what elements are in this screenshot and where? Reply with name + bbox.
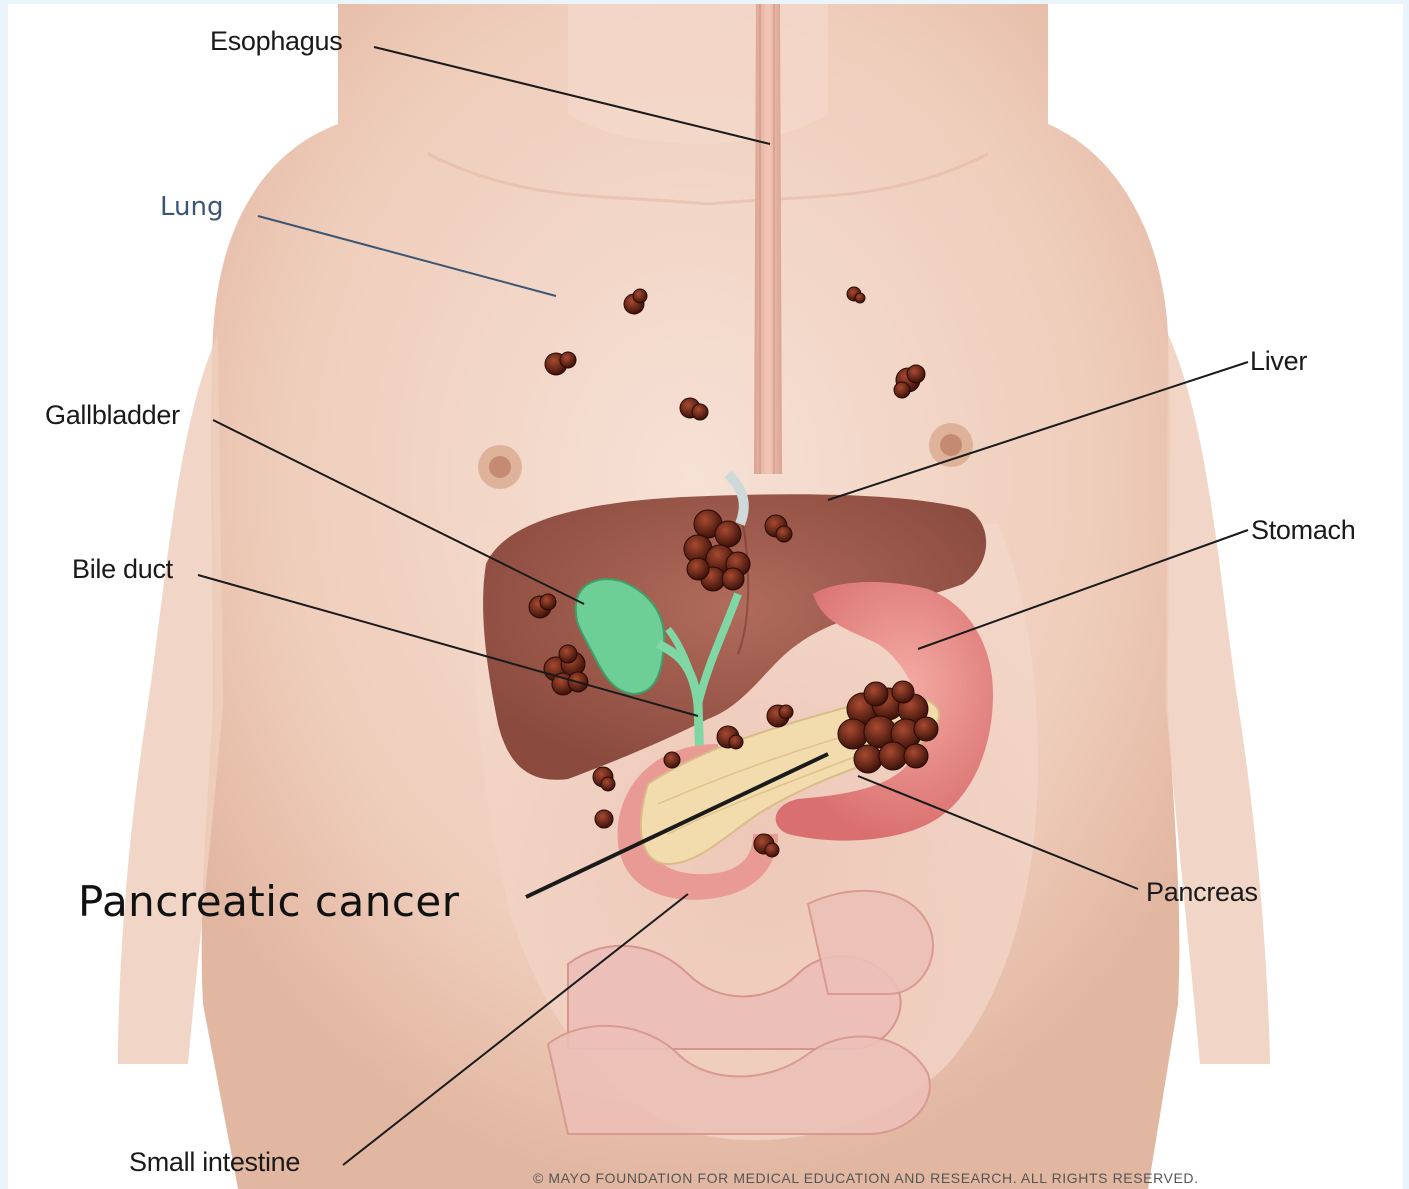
esophagus-label: Esophagus <box>210 26 342 57</box>
lung-label: Lung <box>160 192 224 222</box>
pancreatic-cancer-label: Pancreatic cancer <box>78 877 460 926</box>
copyright-notice: © MAYO FOUNDATION FOR MEDICAL EDUCATION … <box>533 1170 1199 1186</box>
esophagus-organ <box>754 4 782 474</box>
torso-illustration <box>8 4 1403 1189</box>
anatomy-diagram: Esophagus Lung Liver Gallbladder Bile du… <box>8 4 1403 1189</box>
bile-duct-label: Bile duct <box>72 554 173 585</box>
liver-label: Liver <box>1250 346 1307 377</box>
pancreas-label: Pancreas <box>1146 877 1258 908</box>
right-arm <box>1166 334 1270 1064</box>
stomach-label: Stomach <box>1251 515 1355 546</box>
small-intestine-label: Small intestine <box>129 1147 300 1178</box>
gallbladder-label: Gallbladder <box>45 400 180 431</box>
